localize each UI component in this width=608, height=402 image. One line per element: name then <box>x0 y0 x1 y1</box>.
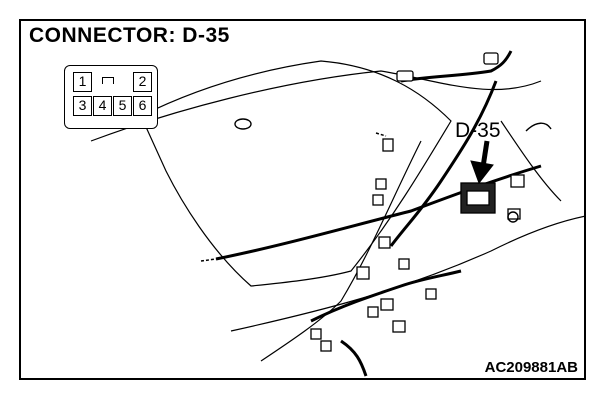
connector-a-pillar-1 <box>382 138 394 152</box>
connector-upper-left <box>396 70 414 82</box>
harness-left-stub <box>200 258 217 262</box>
body-contour-right <box>500 120 562 202</box>
figure-code: AC209881AB <box>484 359 578 376</box>
harness-upper-run <box>400 50 513 83</box>
pin-5: 5 <box>113 96 132 116</box>
pin-2: 2 <box>133 72 152 92</box>
connector-a-pillar-4 <box>378 236 391 249</box>
body-contour-lower <box>230 215 584 332</box>
diagram-title: CONNECTOR: D-35 <box>29 24 230 47</box>
connector-right-1 <box>510 174 525 188</box>
connector-dash-6 <box>367 306 379 318</box>
windshield-outline <box>140 60 452 287</box>
connector-dash-2 <box>398 258 410 270</box>
pin-4: 4 <box>93 96 112 116</box>
pin-1: 1 <box>73 72 92 92</box>
callout-arrow <box>470 140 494 185</box>
pin-6: 6 <box>133 96 152 116</box>
connector-dash-3 <box>425 288 437 300</box>
harness-lower-run <box>215 164 542 261</box>
clip-windshield <box>234 118 252 130</box>
connector-dash-8 <box>320 340 332 352</box>
vehicle-wiring-drawing <box>90 50 584 377</box>
connector-a-pillar-2 <box>375 178 387 190</box>
diagram-frame: CONNECTOR: D-35 1 2 3 4 5 6 D-35 AC20988… <box>19 19 586 380</box>
harness-a-pillar <box>389 80 498 247</box>
clip-right-hook <box>525 122 552 132</box>
connector-a-pillar-3 <box>372 194 384 206</box>
harness-dash-down <box>340 339 368 377</box>
connector-dash-5 <box>392 320 406 333</box>
connector-latch <box>102 77 114 84</box>
connector-face-diagram: 1 2 3 4 5 6 <box>64 65 158 129</box>
body-contour-upper <box>90 70 542 142</box>
connector-dash-4 <box>380 298 394 311</box>
connector-right-2 <box>507 208 521 220</box>
connector-dash-7 <box>310 328 322 340</box>
connector-upper-right <box>483 52 499 65</box>
harness-dash-run <box>310 269 462 323</box>
connector-dash-1 <box>356 266 370 280</box>
body-contour-a-pillar <box>260 140 422 362</box>
pin-3: 3 <box>73 96 92 116</box>
harness-upper-stub <box>375 132 387 137</box>
connector-callout-label: D-35 <box>455 119 501 142</box>
connector-d35-face <box>466 190 490 206</box>
grommet-right <box>507 211 519 223</box>
